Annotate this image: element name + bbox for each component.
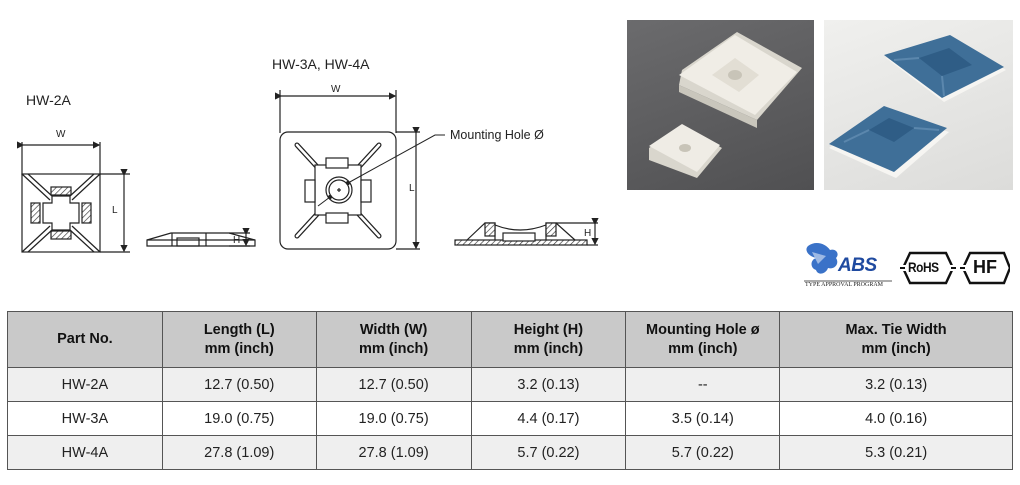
blue-cable-tie-mounts-photo — [824, 20, 1013, 190]
table-row: HW-4A 27.8 (1.09) 27.8 (1.09) 5.7 (0.22)… — [7, 435, 1013, 470]
cell-height: 5.7 (0.22) — [470, 435, 627, 470]
cell-max-tie-width: 4.0 (0.16) — [779, 401, 1013, 436]
table-row: HW-3A 19.0 (0.75) 19.0 (0.75) 4.4 (0.17)… — [7, 401, 1013, 436]
technical-drawings — [17, 90, 599, 253]
header-part-no: Part No. — [7, 311, 163, 368]
hw3a-hw4a-title: HW-3A, HW-4A — [272, 56, 370, 72]
hw2a-side-view — [146, 228, 256, 247]
cell-mounting-hole: 3.5 (0.14) — [625, 401, 781, 436]
hw2a-title: HW-2A — [26, 92, 71, 108]
hw3a-top-view — [275, 90, 445, 250]
abs-subtitle: TYPE APPROVAL PROGRAM — [805, 282, 884, 288]
cell-height: 4.4 (0.17) — [470, 401, 627, 436]
header-length: Length (L)mm (inch) — [161, 311, 317, 368]
header-width: Width (W)mm (inch) — [315, 311, 472, 368]
specification-table: Part No. Length (L)mm (inch) Width (W)mm… — [7, 311, 1013, 470]
hw3a-height-label: H — [584, 228, 592, 239]
abs-type-approval-logo: ABS TYPE APPROVAL PROGRAM — [804, 238, 894, 290]
cell-max-tie-width: 5.3 (0.21) — [779, 435, 1013, 470]
cell-max-tie-width: 3.2 (0.13) — [779, 367, 1013, 402]
hw3a-width-label: W — [331, 84, 341, 95]
hw2a-height-label: H — [233, 235, 241, 246]
halogen-free-logo: HF — [960, 250, 1010, 286]
table-header-row: Part No. Length (L)mm (inch) Width (W)mm… — [7, 311, 1013, 368]
cell-height: 3.2 (0.13) — [470, 367, 627, 402]
hw3a-side-view — [454, 218, 599, 246]
rohs-logo: RoHS — [900, 250, 956, 286]
hf-label: HF — [973, 257, 997, 277]
mounting-hole-callout: Mounting Hole Ø — [450, 128, 544, 142]
header-height: Height (H)mm (inch) — [470, 311, 627, 368]
cell-width: 27.8 (1.09) — [315, 435, 472, 470]
white-cable-tie-mounts-photo — [627, 20, 814, 190]
cell-part-no: HW-2A — [7, 367, 163, 402]
cell-length: 12.7 (0.50) — [161, 367, 317, 402]
cell-mounting-hole: 5.7 (0.22) — [625, 435, 781, 470]
cell-part-no: HW-4A — [7, 435, 163, 470]
cell-length: 27.8 (1.09) — [161, 435, 317, 470]
hw2a-top-view — [17, 141, 130, 253]
rohs-label: RoHS — [908, 259, 939, 275]
table-row: HW-2A 12.7 (0.50) 12.7 (0.50) 3.2 (0.13)… — [7, 367, 1013, 402]
cell-mounting-hole: -- — [625, 367, 781, 402]
cell-part-no: HW-3A — [7, 401, 163, 436]
hw2a-length-label: L — [112, 205, 118, 216]
hw3a-length-label: L — [409, 183, 415, 194]
abs-label: ABS — [838, 255, 877, 276]
cell-width: 19.0 (0.75) — [315, 401, 472, 436]
cell-length: 19.0 (0.75) — [161, 401, 317, 436]
hw2a-width-label: W — [56, 129, 66, 140]
cell-width: 12.7 (0.50) — [315, 367, 472, 402]
